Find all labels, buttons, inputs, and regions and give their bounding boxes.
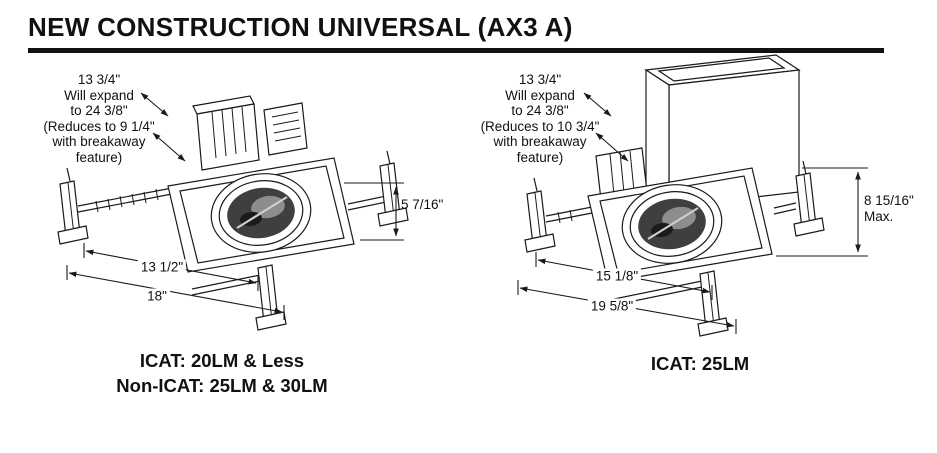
left-height-dim-label: 5 7/16" — [401, 197, 444, 212]
annotation-line: Will expand — [505, 87, 575, 103]
right-outer-width-dim-label: 19 5/8" — [587, 298, 637, 314]
right-inner-width-dim-label: 15 1/8" — [592, 268, 642, 284]
right-rail-segment — [347, 195, 387, 211]
annotation-line: Will expand — [64, 87, 134, 103]
title-underline — [28, 48, 884, 53]
right-height-dim-value: 8 15/16" — [864, 193, 914, 208]
right-expansion-annotation: 13 3/4" Will expand to 24 3/8" (Reduces … — [454, 72, 626, 165]
annotation-line: to 24 3/8" — [511, 103, 569, 118]
annotation-line: with breakaway — [52, 134, 146, 149]
reflector-opening — [210, 173, 312, 253]
right-rear-hanger-bar — [545, 206, 593, 224]
left-rear-hanger-bar — [77, 187, 173, 213]
right-front-hanger-bracket — [697, 270, 729, 337]
page-title: NEW CONSTRUCTION UNIVERSAL (AX3 A) — [28, 12, 573, 42]
left-height-dimension — [344, 182, 404, 241]
front-hanger-bracket — [255, 264, 287, 331]
annotation-line: (Reduces to 10 3/4" — [480, 118, 600, 134]
right-figure-drawing — [517, 54, 868, 337]
left-figure-caption: ICAT: 20LM & Less Non-ICAT: 25LM & 30LM — [48, 348, 396, 398]
right-hanger-bracket — [377, 150, 409, 227]
annotation-line: 13 3/4" — [518, 72, 562, 87]
left-inner-width-dim-label: 13 1/2" — [137, 259, 187, 275]
left-expansion-annotation: 13 3/4" Will expand to 24 3/8" (Reduces … — [13, 72, 185, 165]
junction-box — [192, 95, 308, 171]
right-height-dim-label: 8 15/16" Max. — [864, 193, 914, 225]
annotation-line: (Reduces to 9 1/4" — [43, 118, 155, 134]
front-rail-segment — [191, 274, 261, 296]
annotation-line: with breakaway — [493, 134, 587, 149]
annotation-line: 13 3/4" — [77, 72, 121, 87]
right-figure-caption: ICAT: 25LM — [560, 351, 840, 376]
left-figure-drawing — [57, 92, 409, 331]
right-left-hanger-bracket — [524, 177, 556, 253]
annotation-line: to 24 3/8" — [70, 103, 128, 118]
right-expansion-dimension-arrows — [583, 92, 629, 162]
left-hanger-bracket — [57, 167, 89, 245]
right-right-hanger-bracket — [773, 160, 825, 237]
right-height-dim-suffix: Max. — [864, 209, 894, 224]
left-expansion-dimension-arrows — [140, 92, 186, 162]
left-outer-width-dim-label: 18" — [144, 288, 170, 304]
annotation-line: feature) — [75, 149, 123, 165]
annotation-line: feature) — [516, 149, 564, 165]
right-height-dimension — [776, 167, 868, 257]
right-caption-line1: ICAT: 25LM — [650, 353, 750, 374]
left-caption-line1: ICAT: 20LM & Less — [139, 350, 305, 371]
left-caption-line2: Non-ICAT: 25LM & 30LM — [116, 375, 328, 396]
right-reflector-opening — [621, 184, 723, 264]
